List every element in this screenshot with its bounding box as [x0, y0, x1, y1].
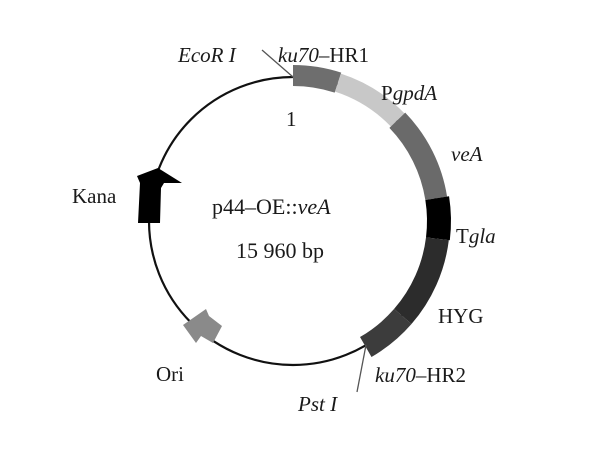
kana-label: Kana — [72, 184, 117, 208]
psti-site-label: Pst I — [297, 392, 338, 416]
ku70-hr1-label: ku70–HR1 — [278, 43, 369, 67]
ori-label: Ori — [156, 362, 184, 386]
start-position-label: 1 — [286, 107, 297, 131]
ecori-site-label: EcoR I — [177, 43, 237, 67]
feature-vea-arc — [389, 112, 448, 201]
tgla-label: Tgla — [456, 224, 496, 248]
psti-site-line — [356, 344, 367, 393]
plasmid-size: 15 960 bp — [236, 238, 324, 263]
feature-ku70-hr1-arc — [293, 65, 342, 93]
hyg-label: HYG — [438, 304, 484, 328]
pgpda-label: PgpdA — [381, 81, 437, 105]
feature-ku70-hr2-arc — [360, 308, 412, 357]
feature-ori-arrow — [183, 309, 222, 343]
ku70-hr2-label: ku70–HR2 — [375, 363, 466, 387]
plasmid-name: p44–OE::veA — [212, 194, 331, 219]
feature-kana-arrow — [137, 168, 182, 223]
feature-pgpda-arc — [335, 73, 405, 127]
vea-label: veA — [451, 142, 483, 166]
feature-tgla-arc — [425, 196, 451, 241]
feature-hyg-arc — [394, 237, 449, 325]
ecori-site-line — [261, 49, 294, 78]
